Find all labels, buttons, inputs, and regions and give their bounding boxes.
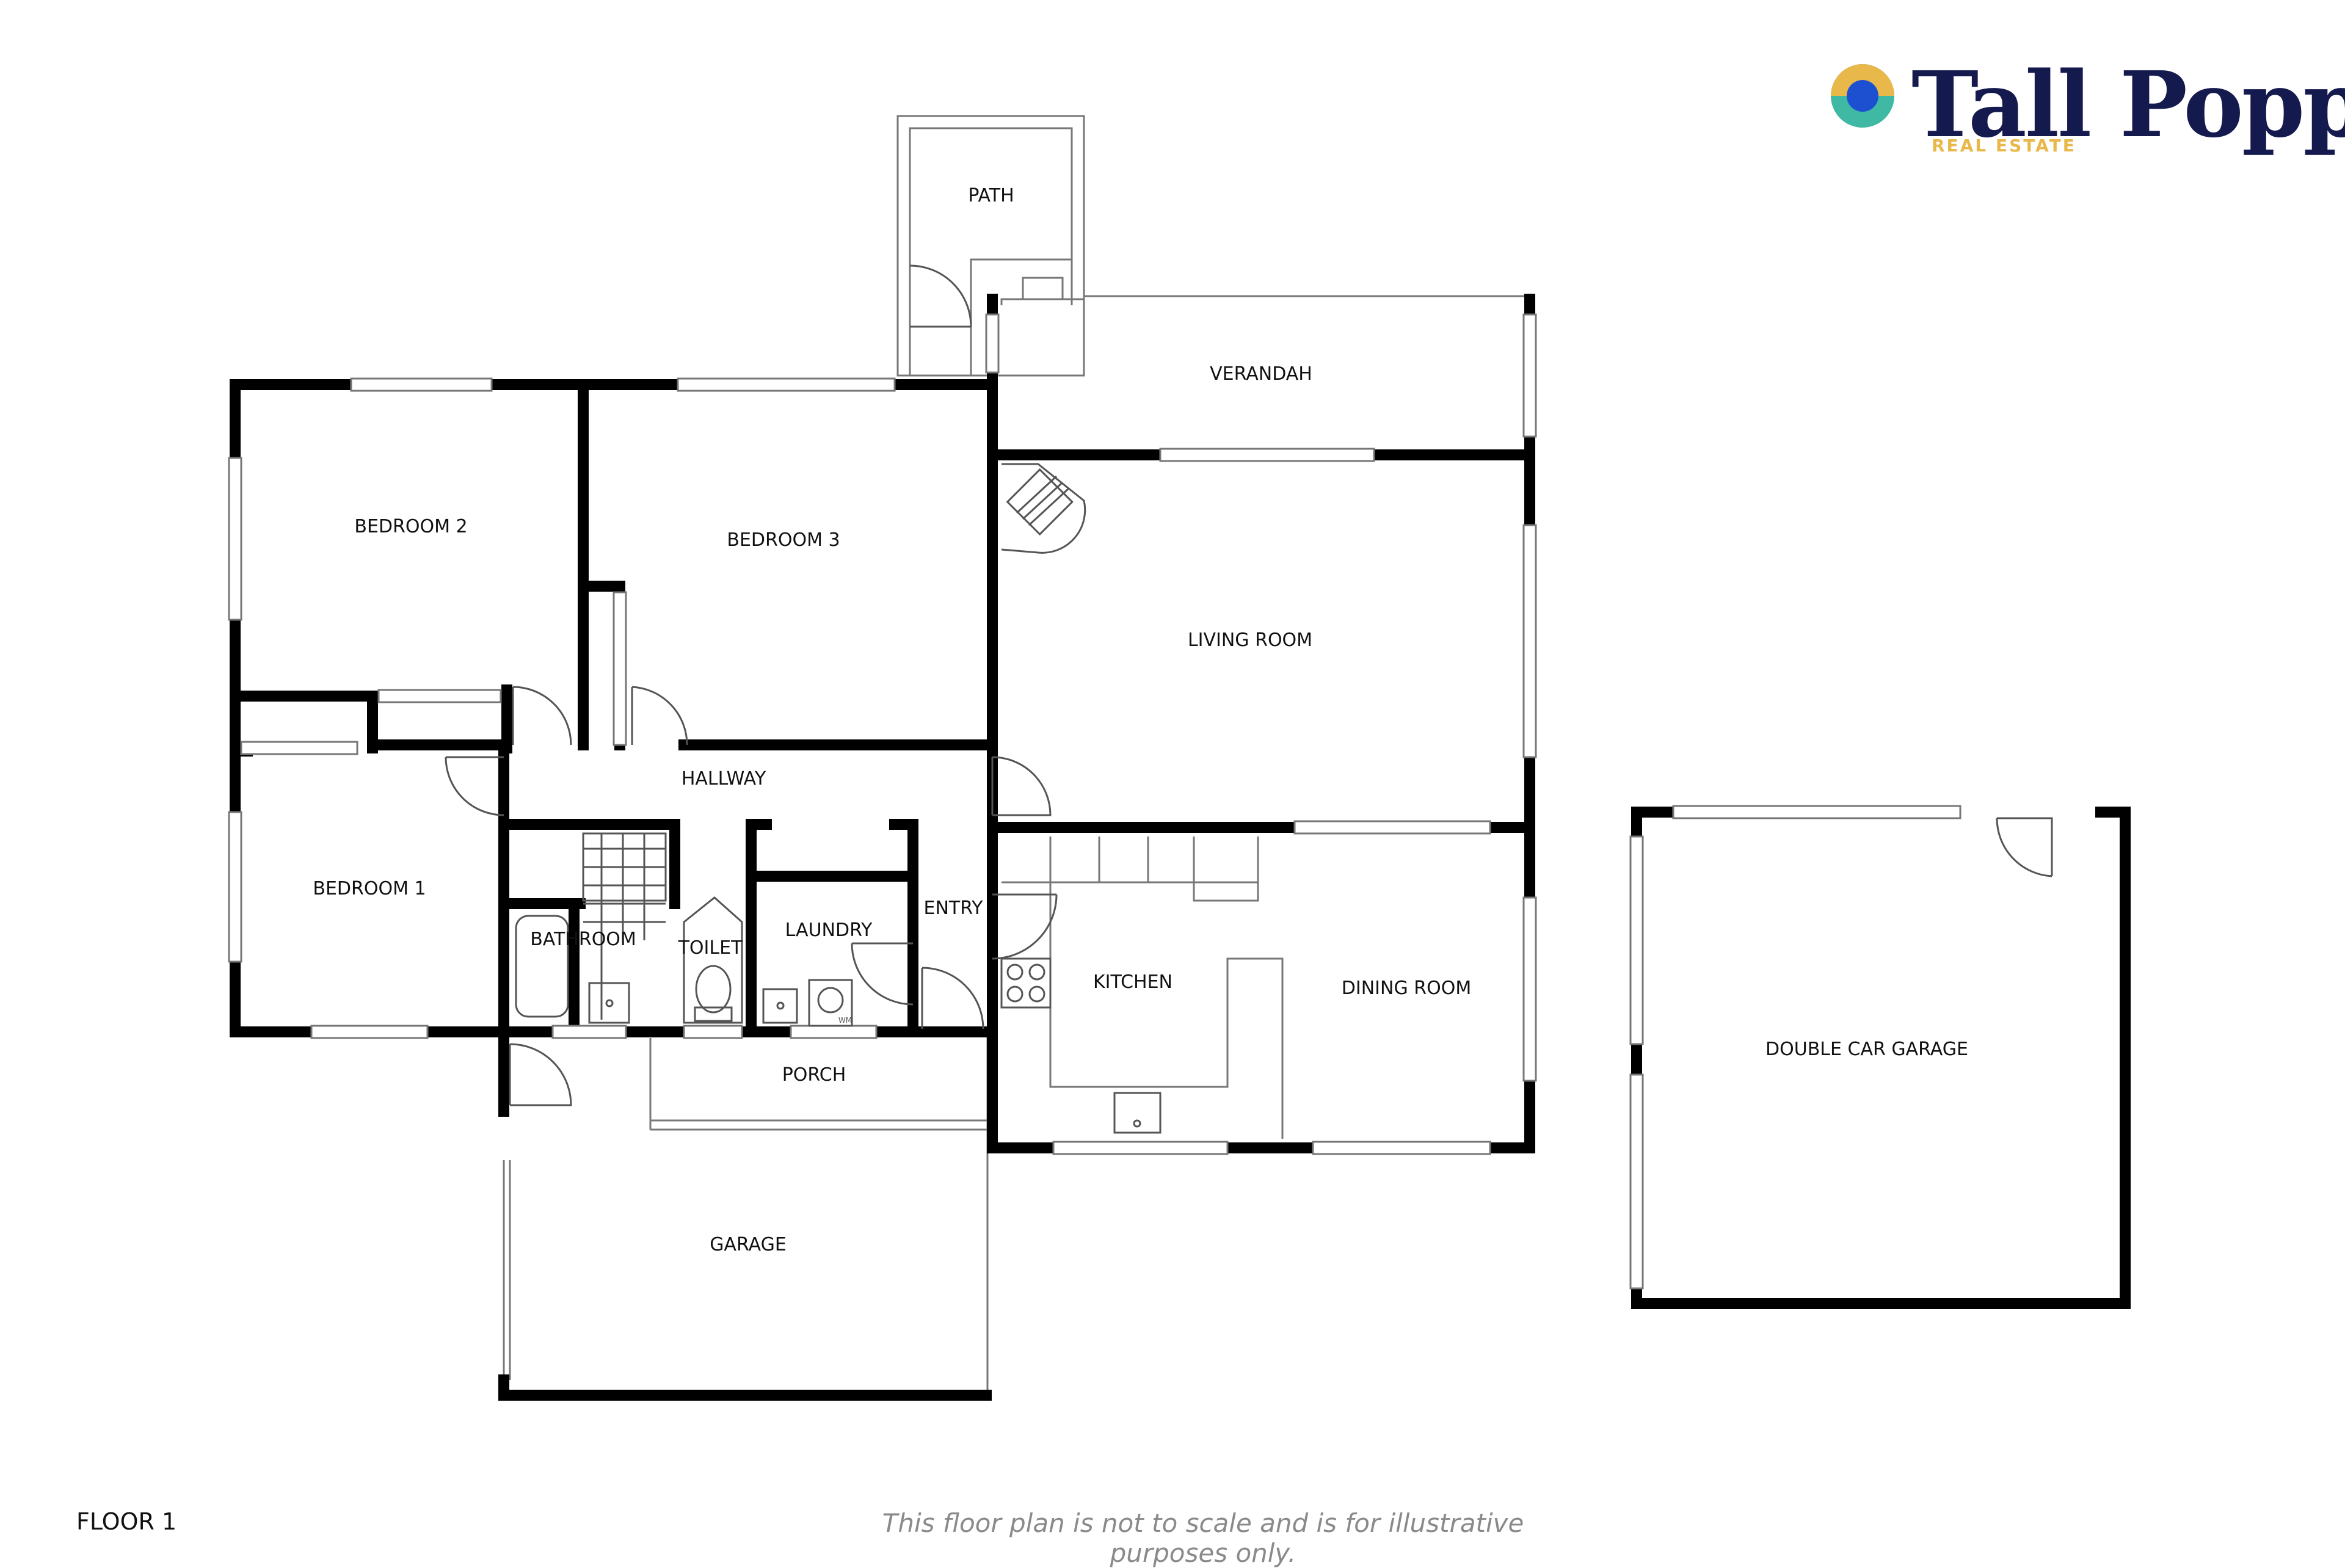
robe-door bbox=[613, 591, 627, 746]
walls bbox=[230, 294, 2131, 1401]
cooktop-icon bbox=[1000, 957, 1052, 1009]
door-living bbox=[991, 756, 1052, 816]
window bbox=[1522, 524, 1537, 758]
bathroom-basin-icon bbox=[588, 982, 630, 1024]
label-garage: GARAGE bbox=[710, 1234, 787, 1255]
label-toilet: TOILET bbox=[678, 937, 743, 959]
window bbox=[790, 1025, 878, 1039]
label-bathroom: BATHROOM bbox=[530, 929, 636, 950]
window bbox=[1159, 448, 1375, 462]
wall-laundry-right bbox=[889, 819, 918, 1037]
door-laundry bbox=[851, 942, 914, 1006]
windows bbox=[228, 313, 1961, 1290]
chimney-box bbox=[1022, 277, 1064, 300]
door-bedroom3 bbox=[631, 686, 688, 746]
poppy-logo-icon bbox=[1831, 64, 1894, 128]
shower-tiles-icon bbox=[582, 832, 667, 1020]
door-double-garage bbox=[1996, 817, 2053, 877]
window bbox=[228, 811, 242, 963]
window bbox=[1629, 835, 1644, 1045]
kitchen-sink-icon bbox=[1113, 1092, 1162, 1134]
window bbox=[228, 457, 242, 621]
brand-subtitle: REAL ESTATE bbox=[1932, 136, 2076, 156]
door-path bbox=[909, 264, 972, 328]
door-garage bbox=[509, 1043, 572, 1106]
washing-machine-icon bbox=[808, 979, 853, 1027]
brand-logo: Tall Poppy REAL ESTATE bbox=[1829, 51, 2345, 165]
label-living-room: LIVING ROOM bbox=[1188, 630, 1312, 651]
label-porch: PORCH bbox=[782, 1064, 846, 1086]
washer-mark: WM bbox=[838, 1016, 852, 1025]
laundry-tub-icon bbox=[762, 988, 798, 1024]
kitchen-island bbox=[1049, 837, 1284, 1139]
window bbox=[551, 1025, 627, 1039]
window bbox=[985, 313, 1000, 374]
fixtures bbox=[515, 468, 1162, 1134]
label-bedroom1: BEDROOM 1 bbox=[313, 878, 426, 899]
robe-door bbox=[240, 741, 358, 755]
door-bedroom2 bbox=[512, 686, 572, 746]
disclaimer-text: This floor plan is not to scale and is f… bbox=[882, 1508, 1524, 1568]
doors bbox=[445, 264, 2053, 1106]
kitchen-bench bbox=[1002, 837, 1259, 884]
thin-outlines bbox=[503, 115, 1531, 1395]
label-entry: ENTRY bbox=[924, 898, 984, 919]
washer-drum bbox=[817, 987, 844, 1014]
label-path: PATH bbox=[968, 185, 1014, 206]
window bbox=[677, 377, 896, 392]
fridge-space bbox=[1193, 882, 1259, 902]
window bbox=[1522, 896, 1537, 1082]
window bbox=[1312, 1141, 1491, 1155]
window bbox=[310, 1025, 429, 1039]
fireplace-outline bbox=[1001, 463, 1086, 554]
label-double-car-garage: DOUBLE CAR GARAGE bbox=[1765, 1039, 1968, 1060]
label-bedroom3: BEDROOM 3 bbox=[727, 529, 840, 551]
label-hallway: HALLWAY bbox=[682, 768, 766, 789]
label-verandah: VERANDAH bbox=[1210, 363, 1312, 385]
basin-drain bbox=[605, 999, 614, 1007]
window bbox=[1052, 1141, 1229, 1155]
path-inner-outline bbox=[909, 127, 1073, 376]
path-step-outline bbox=[970, 258, 1072, 376]
tub-drain bbox=[776, 1001, 785, 1010]
wall-garage-bottom bbox=[498, 1374, 992, 1401]
label-bedroom2: BEDROOM 2 bbox=[354, 516, 467, 537]
door-entry bbox=[921, 967, 984, 1029]
sink-drain bbox=[1133, 1119, 1141, 1128]
door-kitchen bbox=[992, 893, 1058, 960]
window bbox=[683, 1025, 743, 1039]
brand-name: Tall Poppy bbox=[1911, 51, 2345, 158]
fireplace-icon bbox=[1006, 468, 1074, 536]
verandah-outline-top bbox=[1084, 295, 1531, 305]
robe-door bbox=[377, 689, 502, 703]
bathtub-icon bbox=[515, 915, 569, 1018]
window bbox=[1522, 313, 1537, 438]
window bbox=[1672, 805, 1961, 819]
door-bedroom1 bbox=[445, 756, 504, 816]
window bbox=[350, 377, 493, 392]
label-kitchen: KITCHEN bbox=[1093, 971, 1172, 993]
floor-label: FLOOR 1 bbox=[76, 1508, 177, 1535]
window bbox=[1629, 1073, 1644, 1290]
room-labels: PATH VERANDAH BEDROOM 2 BEDROOM 3 LIVING… bbox=[313, 185, 1968, 1255]
toilet-icon bbox=[683, 896, 743, 1024]
label-dining-room: DINING ROOM bbox=[1342, 978, 1471, 999]
label-laundry: LAUNDRY bbox=[785, 920, 873, 941]
window bbox=[1293, 820, 1491, 835]
